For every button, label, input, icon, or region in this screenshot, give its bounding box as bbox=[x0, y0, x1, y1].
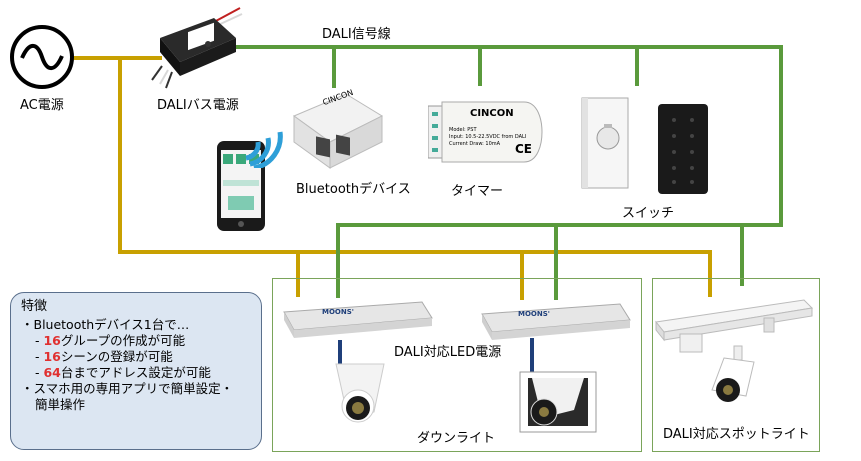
features-title: 特徴 bbox=[21, 299, 48, 314]
timer-brand: CINCON bbox=[470, 108, 514, 119]
feature-line-3-text: シーンの登録が可能 bbox=[60, 349, 173, 364]
led-driver-1-brand: MOONS' bbox=[322, 308, 354, 316]
timer-ce-mark: CE bbox=[515, 142, 533, 156]
spotlight-device bbox=[655, 299, 814, 402]
feature-line-4-text: 台までアドレス設定が可能 bbox=[60, 365, 211, 380]
features-panel: 特徴 ・Bluetoothデバイス1台で… - 16グループの作成が可能 - 1… bbox=[10, 292, 262, 450]
wifi-icon bbox=[245, 131, 283, 168]
feature-line-6: 簡単操作 bbox=[35, 397, 86, 412]
keypad-switch-device bbox=[658, 104, 708, 194]
dali-branch-lights bbox=[336, 223, 742, 298]
led-driver-2-brand: MOONS' bbox=[518, 310, 550, 318]
dali-bus-power-device bbox=[151, 7, 243, 89]
feature-line-3: - 16シーンの登録が可能 bbox=[21, 349, 251, 365]
ac-source-icon bbox=[10, 25, 74, 89]
bluetooth-device bbox=[292, 93, 384, 169]
bluetooth-device-label: Bluetoothデバイス bbox=[296, 182, 411, 197]
feature-line-4-prefix: - bbox=[35, 365, 44, 380]
feature-line-2: - 16グループの作成が可能 bbox=[21, 333, 251, 349]
rotary-switch-device bbox=[581, 97, 629, 189]
dali-signal-line-label: DALI信号線 bbox=[322, 27, 391, 42]
timer-model: Model: PST bbox=[449, 127, 477, 133]
led-driver-1 bbox=[283, 301, 433, 338]
feature-line-4-number: 64 bbox=[43, 365, 61, 380]
timer-label: タイマー bbox=[451, 184, 504, 199]
dali-lines bbox=[236, 45, 783, 300]
dali-bus-power-label: DALIバス電源 bbox=[157, 98, 239, 113]
timer-current: Current Draw: 10mA bbox=[449, 141, 501, 147]
feature-line-4: - 64台までアドレス設定が可能 bbox=[21, 365, 251, 381]
power-lines bbox=[72, 56, 712, 300]
led-driver-2 bbox=[481, 303, 631, 340]
ac-drop-line bbox=[118, 58, 712, 297]
spotlight-group-box bbox=[652, 278, 820, 452]
feature-line-2-prefix: - bbox=[35, 333, 44, 348]
feature-line-3-prefix: - bbox=[35, 349, 44, 364]
dali-spotlight-label: DALI対応スポットライト bbox=[663, 427, 810, 442]
feature-line-2-text: グループの作成が可能 bbox=[60, 333, 186, 348]
dali-led-power-label: DALI対応LED電源 bbox=[394, 345, 502, 360]
timer-input: Input: 10.5-22.5VDC from DALI bbox=[449, 134, 527, 140]
feature-line-5: ・スマホ用の専用アプリで簡単設定・ bbox=[21, 381, 234, 396]
downlight-2 bbox=[519, 371, 597, 433]
led-output-lines bbox=[338, 338, 534, 372]
downlight-label: ダウンライト bbox=[417, 431, 496, 446]
switch-label: スイッチ bbox=[622, 206, 675, 221]
dali-main-line bbox=[236, 45, 783, 227]
downlight-group-box bbox=[272, 278, 642, 452]
downlight-1 bbox=[335, 363, 385, 423]
timer-device bbox=[428, 101, 543, 163]
ac-source-label: AC電源 bbox=[20, 98, 64, 113]
feature-line-1: ・Bluetoothデバイス1台で… bbox=[21, 317, 190, 332]
feature-line-2-number: 16 bbox=[43, 333, 61, 348]
feature-line-3-number: 16 bbox=[43, 349, 61, 364]
